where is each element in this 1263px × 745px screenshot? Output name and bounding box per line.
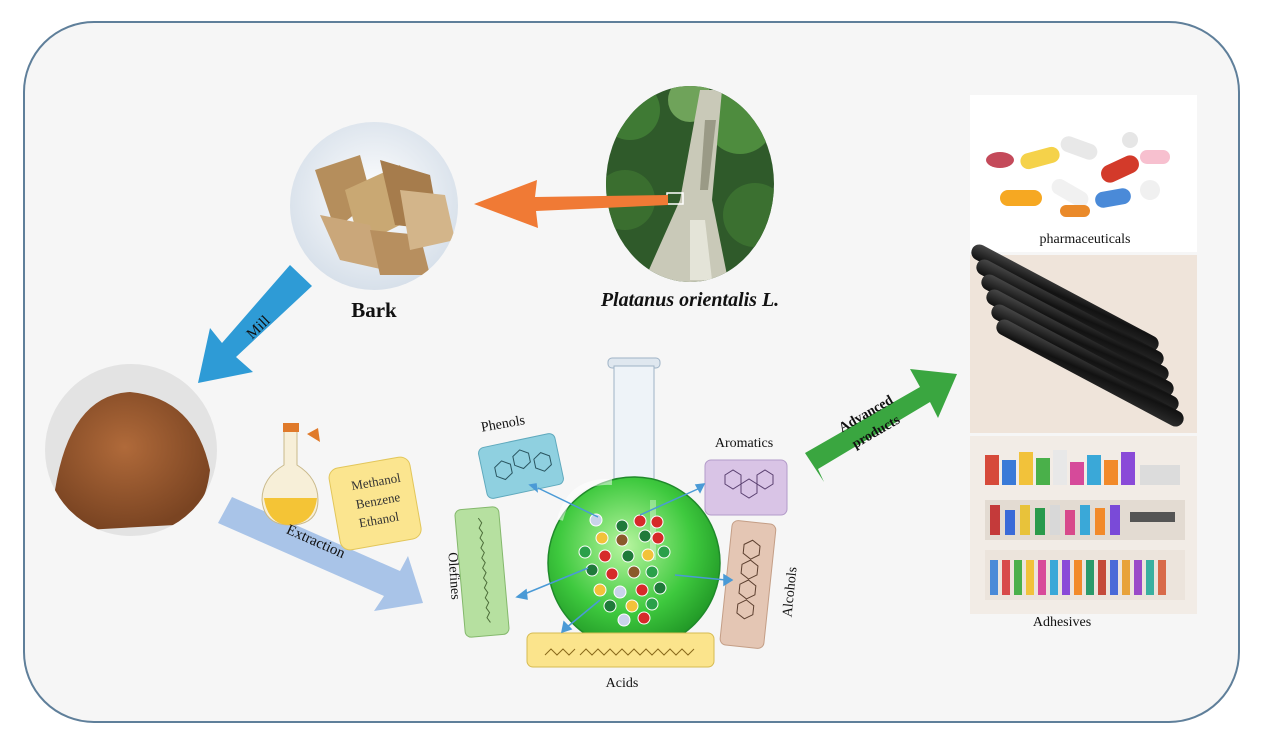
molecule-dot bbox=[578, 545, 592, 559]
bark-photo bbox=[290, 122, 458, 290]
molecule-dot bbox=[635, 583, 649, 597]
adhesives-image bbox=[970, 436, 1197, 614]
molecule-dot bbox=[595, 531, 609, 545]
molecule-dot bbox=[657, 545, 671, 559]
molecule-dot bbox=[615, 519, 629, 533]
aromatics-label: Aromatics bbox=[715, 436, 773, 451]
flask-pointer-arrows bbox=[515, 483, 734, 634]
tubes-image bbox=[970, 244, 1197, 433]
aromatics-box bbox=[704, 459, 788, 516]
alcohols-label: Alcohols bbox=[780, 566, 800, 618]
molecule-dot bbox=[645, 565, 659, 579]
molecule-dot bbox=[651, 531, 665, 545]
extraction-arrow bbox=[218, 497, 423, 611]
molecule-dot bbox=[637, 611, 651, 625]
molecule-dot bbox=[613, 585, 627, 599]
phenols-box bbox=[478, 433, 564, 499]
molecule-dot bbox=[653, 581, 667, 595]
bark-label: Bark bbox=[351, 298, 397, 322]
molecule-dots bbox=[578, 513, 671, 627]
molecule-dot bbox=[598, 549, 612, 563]
olefines-box bbox=[454, 506, 510, 638]
molecule-dot bbox=[605, 567, 619, 581]
solvent-bottle-icon bbox=[261, 423, 320, 526]
pharmaceuticals-label: pharmaceuticals bbox=[1040, 232, 1131, 247]
molecule-dot bbox=[650, 515, 664, 529]
molecule-dot bbox=[625, 599, 639, 613]
mill-arrow bbox=[198, 265, 312, 383]
molecule-dot bbox=[621, 549, 635, 563]
acids-label: Acids bbox=[606, 676, 639, 691]
aromatics-structure bbox=[724, 469, 774, 499]
molecule-dot bbox=[585, 563, 599, 577]
olefines-label: Olefines bbox=[444, 552, 462, 600]
tree-label: Platanus orientalis L. bbox=[600, 289, 779, 311]
powder-photo bbox=[45, 364, 217, 536]
acids-structure bbox=[544, 648, 695, 656]
molecule-dot bbox=[603, 599, 617, 613]
alcohols-structure bbox=[736, 539, 761, 620]
molecule-dot bbox=[593, 583, 607, 597]
molecule-dot bbox=[627, 565, 641, 579]
molecule-dot bbox=[645, 597, 659, 611]
molecule-dot bbox=[617, 613, 631, 627]
molecule-dot bbox=[638, 529, 652, 543]
solvent-box bbox=[328, 456, 422, 551]
advanced-products-arrow bbox=[805, 369, 957, 482]
solvent-ethanol: Ethanol bbox=[358, 509, 401, 531]
molecule-dot bbox=[641, 548, 655, 562]
pharmaceuticals-image bbox=[970, 95, 1197, 252]
molecule-dot bbox=[589, 513, 603, 527]
adhesives-label: Adhesives bbox=[1033, 615, 1091, 630]
tree-to-bark-arrow bbox=[474, 180, 668, 228]
molecule-dot bbox=[615, 533, 629, 547]
phenols-structure bbox=[494, 449, 552, 481]
olefines-structure bbox=[477, 517, 491, 623]
molecule-dot bbox=[633, 514, 647, 528]
